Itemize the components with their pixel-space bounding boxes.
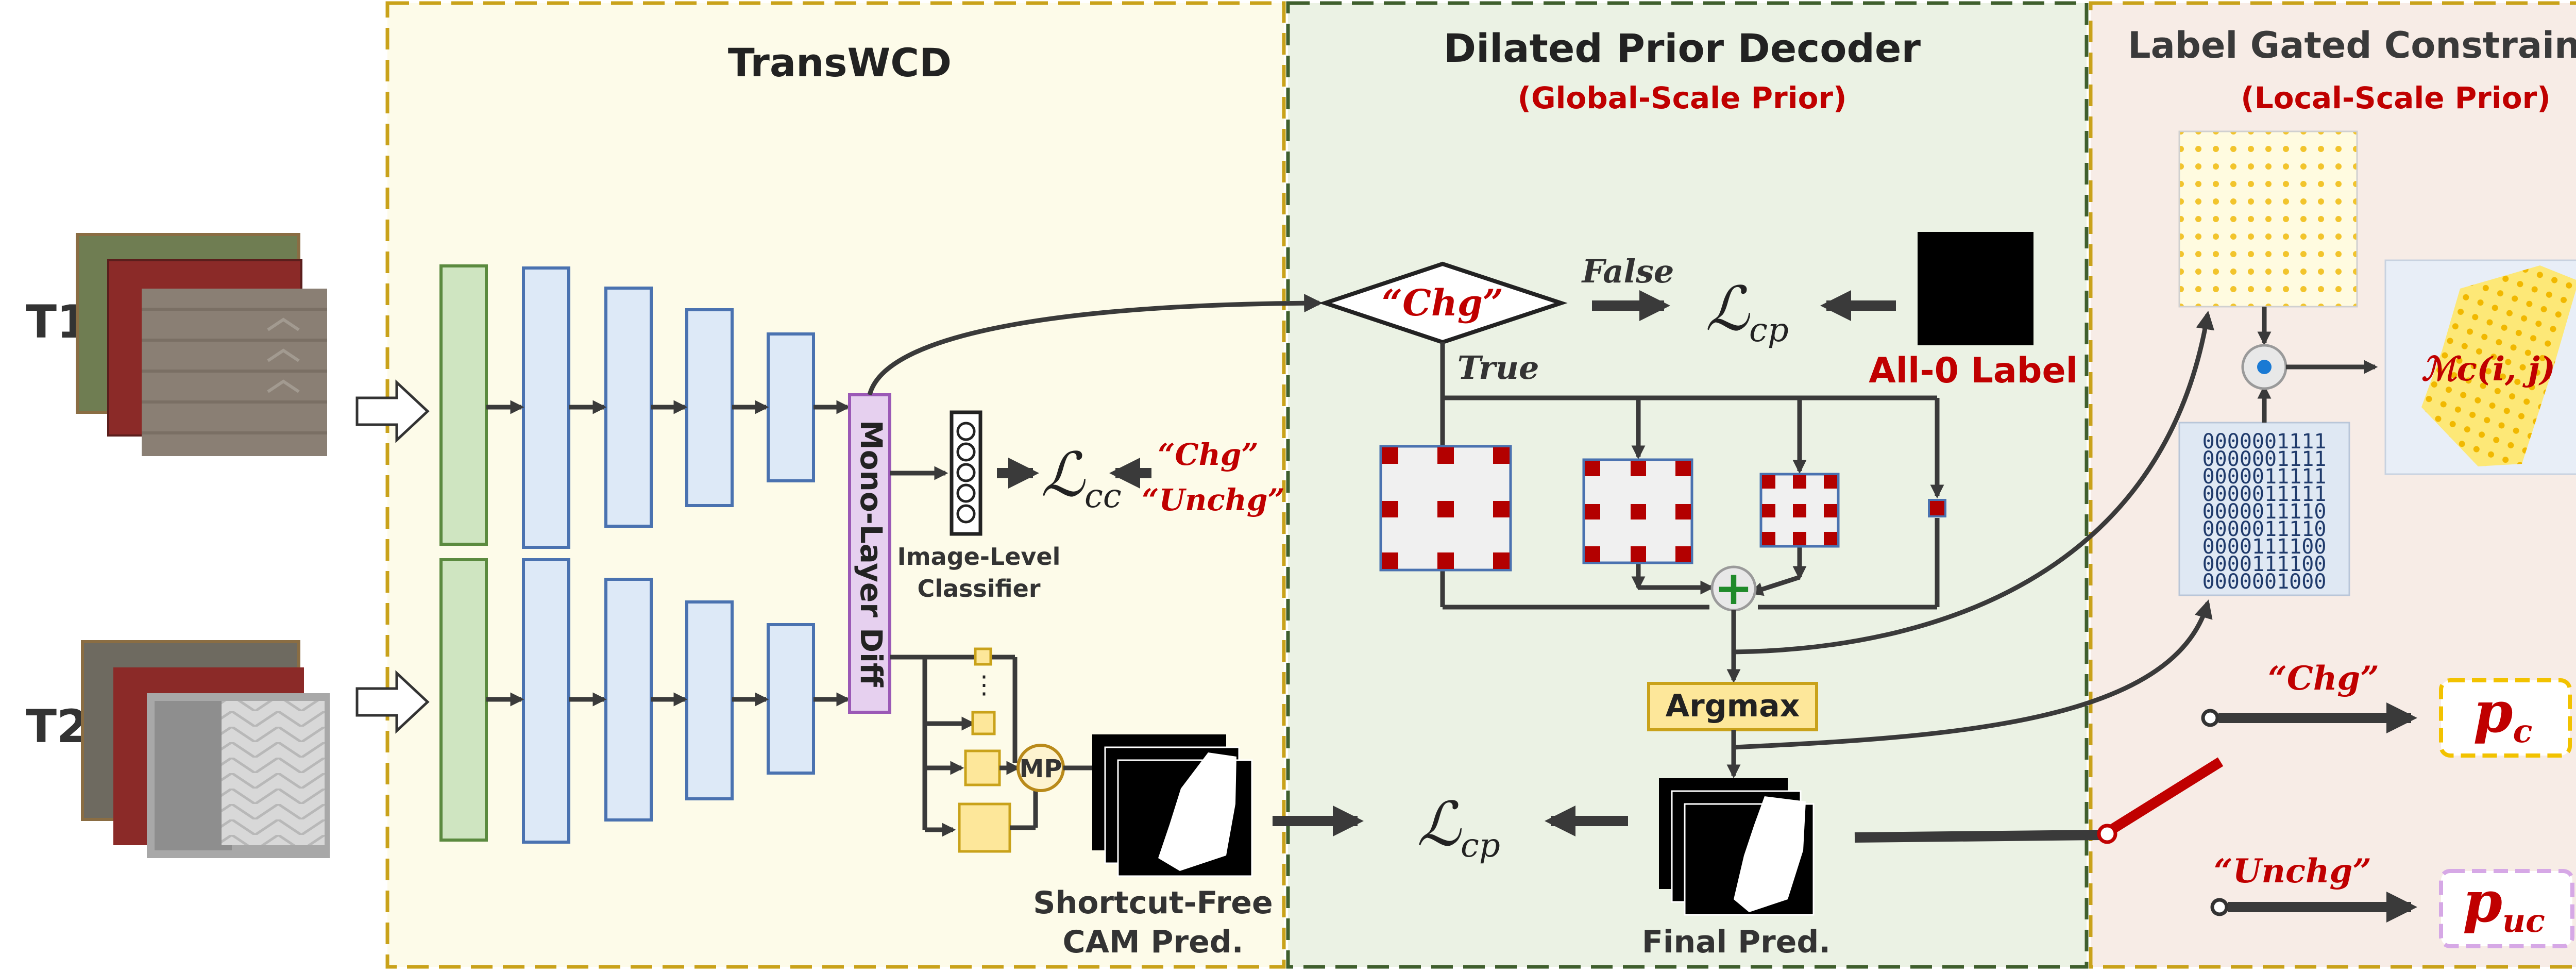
cam-label-line2: CAM Pred. [1062,924,1243,960]
stage3-t2 [685,600,734,800]
loss-cc-subscript: cc [1084,477,1122,515]
puc-box [2439,869,2574,948]
mono-layer-diff-block [848,393,891,714]
argmax-to-matrix-curve [1733,599,2213,750]
t2-input-arrow [355,670,430,734]
pc-box [2439,678,2572,758]
cam-label-line1: Shortcut-Free [1033,885,1273,921]
matrix-row-2: 0000001111 [2202,447,2327,471]
false-label: False [1581,253,1674,290]
chg-terminal [2201,709,2219,727]
loss-cp-bottom-subscript: cp [1461,827,1500,865]
stage4-t1 [767,332,815,482]
mask-region [2421,265,2576,466]
unchg-terminal [2210,898,2229,916]
stage3-t1 [685,308,734,507]
cam-branch-arrows [925,716,976,837]
t1-input-arrow [355,379,430,443]
stage2-t1 [604,287,653,528]
decoder-subtitle: (Global-Scale Prior) [1517,80,1846,115]
sum-to-dot-grid-curve [1733,310,2214,655]
puc-base: p [2463,868,2502,935]
constraint-subtitle: (Local-Scale Prior) [2241,80,2550,115]
decoder-title: Dilated Prior Decoder [1444,25,1921,71]
loss-cp-top-subscript: cp [1749,311,1789,349]
dilated-kernel-pointwise [1928,499,1946,517]
final-to-gate-line [1854,830,2103,843]
feature-block-4 [958,802,1011,853]
loss-cp-bottom-base: ℒ [1417,789,1462,860]
matrix-row-3: 0000011111 [2202,465,2327,489]
loss-cc-unchg-label: “Unchg” [1142,482,1285,517]
classifier-neurons [956,422,976,524]
stage-green-t2 [439,558,488,842]
unchg-output-label: “Unchg” [2214,852,2371,891]
t1-image-stack [76,233,327,456]
stage1-t2 [522,558,570,844]
gate-switch-lever [2104,757,2224,837]
all-zero-label-text: All-0 Label [1869,350,2078,391]
gate-switch-pivot [2097,824,2117,844]
loss-cc-base: ℒ [1041,439,1086,510]
constraint-title-text: Label Gated Constraint [2128,24,2576,66]
chg-output-label: “Chg” [2268,659,2379,698]
loss-cp-top-base: ℒ [1705,273,1750,344]
classifier-block [950,410,982,536]
pc-subscript: c [2513,712,2533,750]
chg-decision-label: “Chg” [1382,281,1503,324]
all-zero-label-image [1918,232,2033,345]
constraint-title: Label Gated ConstraintLlg [2128,19,2576,73]
matrix-row-8: 0000111100 [2202,552,2327,576]
mp-label: MP [1020,755,1062,783]
cam-branch-lines [890,655,1018,830]
matrix-row-7: 0000111100 [2202,535,2327,559]
binary-matrix-rows: 0000001111 0000001111 0000011111 0000011… [2202,430,2327,594]
feature-block-3 [964,749,1001,786]
matrix-row-1: 0000001111 [2202,430,2327,454]
argmax-label: Argmax [1666,688,1800,724]
final-prediction-label: Final Pred. [1642,924,1831,960]
mask-label: ℳc(i, j) [2421,350,2555,389]
t2-image-stack [81,640,330,858]
matrix-row-5: 0000011110 [2202,500,2327,524]
classifier-label-line2: Classifier [917,575,1040,602]
element-product-dot [2257,360,2272,374]
loss-cp-bottom: ℒcp [1417,789,1500,865]
cam-prediction-stack [1092,734,1253,877]
feature-block-2 [971,711,996,735]
dilated-kernel-large [1379,445,1512,572]
true-label: True [1458,349,1539,387]
puc-label: puc [2463,868,2545,940]
stage2-t2 [604,578,653,822]
matrix-row-6: 0000011110 [2202,517,2327,541]
feature-block-1 [974,647,992,666]
loss-cc-chg-label: “Chg” [1158,437,1259,472]
chg-decision-diamond [1318,261,1568,345]
final-prediction-stack [1659,778,1815,916]
transwcd-title: TransWCD [728,40,952,86]
feature-ellipsis: ⋮ [972,671,996,699]
dilated-kernel-small [1759,473,1840,548]
puc-subscript: uc [2502,902,2545,940]
input-label-t2: T2 [26,700,88,753]
encoder-t2 [439,558,815,844]
matrix-row-9: 0000001000 [2202,570,2327,594]
stage1-t1 [522,266,570,549]
loss-cc: ℒcc [1041,439,1122,515]
prior-dot-grid [2178,130,2358,308]
stage4-t2 [767,623,815,775]
classifier-label-line1: Image-Level [897,543,1061,571]
sum-symbol: + [1714,561,1753,615]
dilated-kernel-medium [1582,458,1693,564]
binary-matrix-panel [2178,422,2350,596]
stage-green-t1 [439,264,488,546]
loss-cp-top: ℒcp [1705,273,1789,349]
pc-base: p [2473,679,2513,745]
diff-to-diamond-curve [867,294,1323,396]
pc-label: pc [2473,679,2533,750]
matrix-row-4: 0000011111 [2202,482,2327,506]
mono-layer-diff-label: Mono-Layer Diff [854,420,889,688]
